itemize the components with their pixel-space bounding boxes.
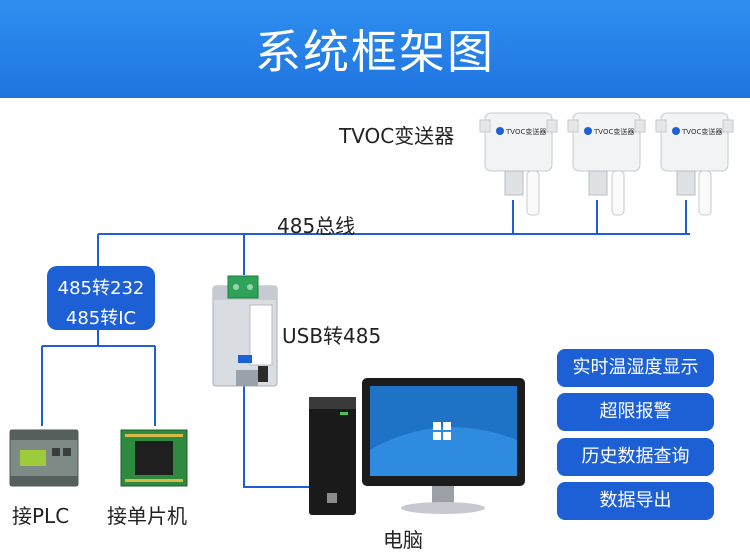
- pc-label: 电脑: [383, 524, 423, 553]
- monitor: [362, 378, 525, 514]
- bus-label: 485总线: [277, 210, 355, 239]
- svg-text:TVOC变送器: TVOC变送器: [681, 127, 722, 136]
- svg-text:TVOC变送器: TVOC变送器: [593, 127, 634, 136]
- mcu-label: 接单片机: [107, 500, 187, 529]
- tvoc-sensor-2: TVOC变送器: [568, 113, 645, 215]
- converter-box: 485转232 485转IC: [47, 266, 155, 330]
- usb-converter-label: USB转485: [282, 320, 381, 349]
- plc-device: [10, 430, 78, 486]
- usb-converter-device: [213, 276, 277, 386]
- usb-to-pc-line: [244, 386, 310, 487]
- converter-line-1: 485转232: [47, 274, 155, 300]
- feature-realtime-display: 实时温湿度显示: [557, 349, 714, 387]
- feature-over-limit-alarm: 超限报警: [557, 393, 714, 431]
- feature-history-query: 历史数据查询: [557, 438, 714, 476]
- tvoc-sensor-label: TVOC变送器: [339, 120, 454, 149]
- converter-line-2: 485转IC: [47, 304, 155, 330]
- mcu-board: [121, 430, 187, 486]
- svg-text:TVOC变送器: TVOC变送器: [505, 127, 546, 136]
- feature-data-export: 数据导出: [557, 482, 714, 520]
- pc-tower: [309, 397, 356, 515]
- tvoc-sensor-1: TVOC变送器: [480, 113, 557, 215]
- plc-label: 接PLC: [12, 500, 69, 529]
- tvoc-sensor-3: TVOC变送器: [656, 113, 733, 215]
